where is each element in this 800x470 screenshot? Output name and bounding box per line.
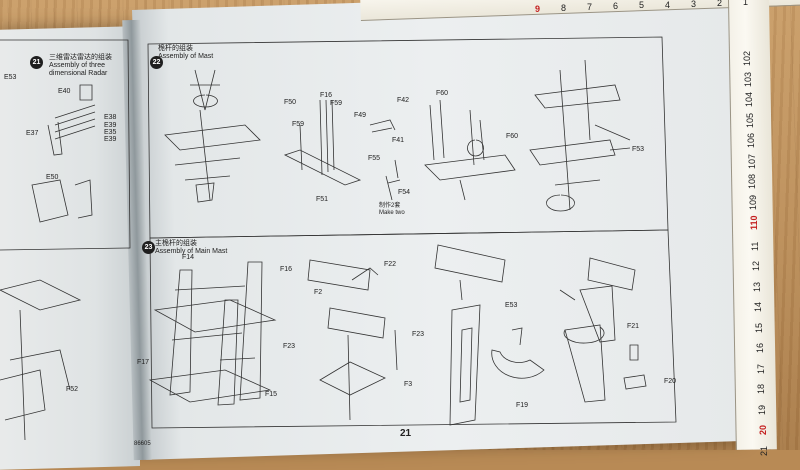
ruler-right-number: 14 <box>752 301 763 312</box>
step-23-title: Assembly of Main Mast <box>155 248 228 255</box>
label-f14: F14 <box>182 254 195 261</box>
ruler-top-number: 8 <box>561 3 567 14</box>
label-f54: F54 <box>398 189 411 196</box>
ruler-right-number: 12 <box>751 260 761 271</box>
label-e40: E40 <box>58 88 71 95</box>
ruler-top-number: 5 <box>639 0 645 11</box>
ruler-top-number: 1 <box>743 0 749 7</box>
label-f23b: F23 <box>412 331 425 338</box>
label-f53: F53 <box>632 146 645 153</box>
ruler-right-number: 107 <box>746 153 757 169</box>
ruler-right-number: 20 <box>758 424 769 435</box>
label-f59b: F59 <box>292 121 305 128</box>
label-f21: F21 <box>627 323 640 330</box>
page-number: 21 <box>400 428 412 439</box>
label-f41: F41 <box>392 137 405 144</box>
lower-left-sketch <box>0 279 82 441</box>
label-e50: E50 <box>46 174 59 181</box>
main-mast-tower-sketch <box>434 244 545 426</box>
label-f59a: F59 <box>330 100 343 107</box>
ruler-top-number: 6 <box>613 1 619 12</box>
label-f17: F17 <box>137 359 150 366</box>
label-f50: F50 <box>284 99 297 106</box>
label-f60b: F60 <box>506 133 519 140</box>
label-f22: F22 <box>384 261 397 268</box>
instruction-line-art <box>0 36 677 441</box>
label-f42: F42 <box>397 97 410 104</box>
ruler-right-number: 18 <box>756 383 767 394</box>
label-f16b: F16 <box>280 266 293 273</box>
ruler-right-number: 19 <box>757 404 768 415</box>
label-e38: E38 <box>104 114 117 121</box>
step-22-badge: 22 <box>150 56 163 69</box>
label-f3: F3 <box>404 381 413 388</box>
main-mast-radar-sketch <box>307 259 398 421</box>
label-f51: F51 <box>316 196 329 203</box>
main-mast-step-frame <box>149 229 677 429</box>
label-f55: F55 <box>368 155 381 162</box>
step-23-badge: 23 <box>142 241 155 254</box>
label-f60a: F60 <box>436 90 449 97</box>
ruler-right-number: 106 <box>745 132 756 148</box>
label-e39a: E39 <box>104 122 117 129</box>
ruler-top-number: 2 <box>717 0 723 8</box>
label-f15: F15 <box>265 391 278 398</box>
step-21-title-cn: 三维雷达雷达的组装 <box>49 54 112 61</box>
radar-sketch <box>31 84 96 223</box>
kit-code: 86605 <box>134 441 151 447</box>
ruler-right-number: 13 <box>751 281 762 292</box>
ruler-right-number: 108 <box>747 173 758 189</box>
step-22-title-cn: 桅杆的组装 <box>158 45 193 52</box>
label-f16a: F16 <box>320 92 333 99</box>
ruler-top-number: 7 <box>587 2 593 13</box>
ruler-right-number: 104 <box>743 91 754 107</box>
step-21-title-2: dimensional Radar <box>49 70 108 77</box>
ruler-right-number: 110 <box>749 215 760 230</box>
main-mast-final-sketch <box>559 257 647 403</box>
label-f19: F19 <box>516 402 529 409</box>
step-22-title: Assembly of Mast <box>158 53 214 60</box>
ruler-right-number: 102 <box>742 50 752 66</box>
ruler-top-number: 3 <box>691 0 697 9</box>
label-make-two-cn: 制作2套 <box>379 203 401 209</box>
ruler-right-number: 17 <box>755 363 766 374</box>
label-f23a: F23 <box>283 343 296 350</box>
ruler-right-number: 109 <box>748 194 759 210</box>
label-e39b: E39 <box>104 136 117 143</box>
label-f20: F20 <box>664 378 677 385</box>
left-step-frame <box>0 39 131 251</box>
label-f2: F2 <box>314 289 323 296</box>
ruler-right-number: 21 <box>759 445 770 456</box>
ruler-right-number: 105 <box>744 112 755 128</box>
label-e37: E37 <box>26 130 39 137</box>
main-mast-lattice-sketch <box>148 261 277 406</box>
mast-sketch-2 <box>283 99 401 201</box>
ruler-right-number: 11 <box>750 241 761 251</box>
mast-sketch-3 <box>424 99 516 201</box>
label-e53-right: E53 <box>505 302 518 309</box>
ruler-top-number: 4 <box>665 0 671 10</box>
label-e35: E35 <box>104 129 117 136</box>
step-21-badge: 21 <box>30 56 43 69</box>
ruler-right-number: 103 <box>742 71 753 87</box>
step-21-title-1: Assembly of three <box>49 62 106 69</box>
step-23-title-cn: 主桅杆的组装 <box>155 240 197 247</box>
ruler-top-number: 9 <box>535 4 541 14</box>
label-f49: F49 <box>354 112 367 119</box>
label-make-two: Make two <box>379 210 405 216</box>
label-e53-left: E53 <box>4 74 17 81</box>
ruler-right-number: 15 <box>753 322 764 333</box>
label-f52: F52 <box>66 386 79 393</box>
mast-sketch-1 <box>164 69 261 203</box>
mast-sketch-4 <box>529 59 631 212</box>
ruler-right-number: 16 <box>754 342 765 353</box>
